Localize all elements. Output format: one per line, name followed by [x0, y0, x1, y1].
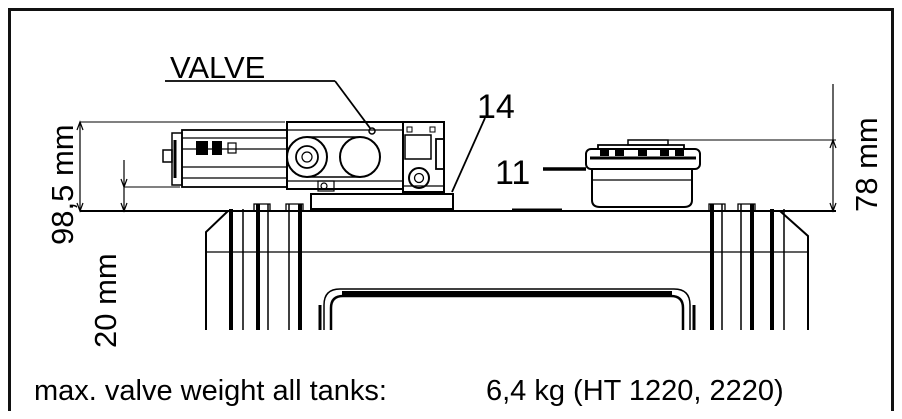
- valve-label: VALVE: [170, 50, 265, 85]
- dimension-lines: [76, 84, 837, 213]
- leader-lines: [165, 80, 586, 193]
- tank-body: [80, 203, 836, 330]
- dim-total-height-label: 98,5 mm: [45, 124, 80, 245]
- right-ribs: [708, 203, 785, 330]
- weight-caption-label: max. valve weight all tanks:: [34, 375, 387, 407]
- valve-assembly: [162, 121, 454, 210]
- dim-cap-height-label: 78 mm: [849, 117, 884, 212]
- tank-cap: [585, 139, 701, 208]
- weight-caption-value: 6,4 kg (HT 1220, 2220): [486, 375, 784, 407]
- drawing-frame: VALVE 14 11 98,5 mm 20 mm 78 mm: [8, 8, 894, 411]
- tank-window: [318, 288, 696, 330]
- technical-drawing: VALVE 14 11 98,5 mm 20 mm 78 mm: [45, 50, 884, 348]
- callout-14: 14: [477, 88, 515, 126]
- left-ribs: [229, 203, 304, 330]
- callout-11: 11: [495, 154, 530, 192]
- dim-offset-label: 20 mm: [88, 253, 123, 348]
